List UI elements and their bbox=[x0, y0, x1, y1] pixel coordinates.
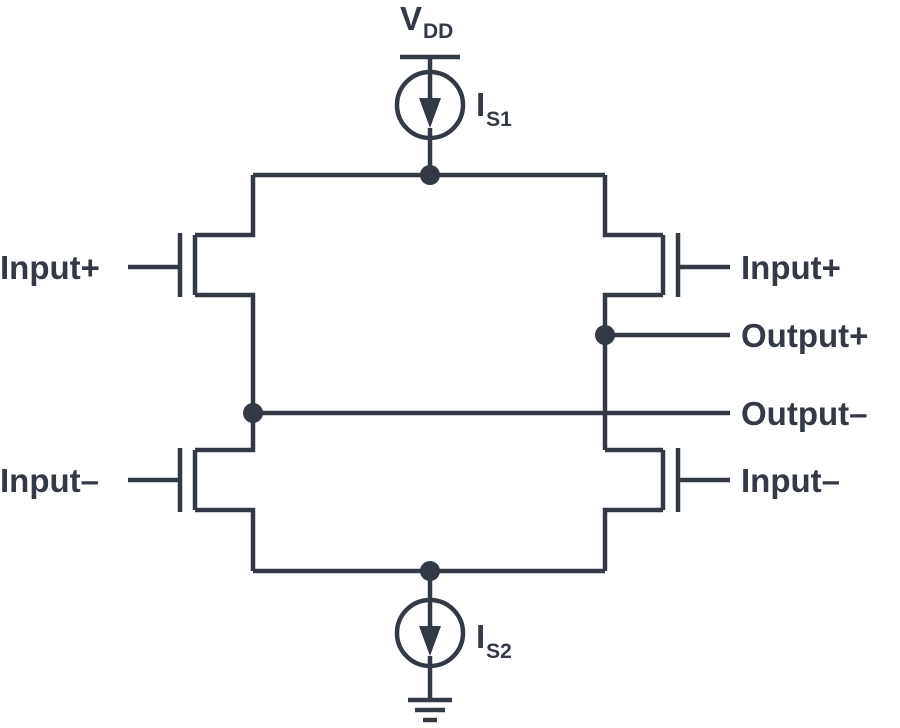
top-node-dot bbox=[420, 165, 440, 185]
current-source-bottom: IS2 bbox=[394, 571, 512, 669]
output-plus-label: Output+ bbox=[741, 317, 868, 354]
current-source-top: IS1 bbox=[394, 69, 512, 141]
right-upper-transistor-source bbox=[602, 292, 663, 335]
right-column bbox=[595, 175, 730, 571]
left-lower-transistor-source bbox=[195, 507, 256, 571]
current-source-bottom-label: IS2 bbox=[476, 618, 512, 663]
current-source-top-label-sub: S1 bbox=[486, 108, 512, 131]
right-lower-input-label: Input– bbox=[741, 462, 840, 499]
current-source-top-arrow-icon bbox=[419, 98, 441, 128]
left-lower-transistor-drain bbox=[195, 413, 256, 453]
right-lower-transistor-source bbox=[602, 507, 663, 571]
left-upper-transistor-source bbox=[195, 292, 256, 413]
ground-icon bbox=[408, 666, 452, 723]
left-column bbox=[128, 175, 263, 571]
vdd-supply: VDD bbox=[400, 0, 460, 72]
right-upper-input-label: Input+ bbox=[741, 249, 841, 286]
current-source-bottom-label-main: I bbox=[476, 618, 485, 655]
vdd-label: VDD bbox=[400, 0, 453, 43]
current-source-top-label-main: I bbox=[476, 86, 485, 123]
output-minus-label: Output– bbox=[741, 395, 867, 432]
left-lower-input-label: Input– bbox=[0, 462, 99, 499]
vdd-label-main: V bbox=[400, 0, 422, 37]
current-source-top-label: IS1 bbox=[476, 86, 512, 131]
vdd-label-sub: DD bbox=[423, 20, 453, 43]
current-source-bottom-arrow-icon bbox=[419, 626, 441, 656]
left-upper-input-label: Input+ bbox=[0, 249, 100, 286]
left-upper-transistor-drain bbox=[195, 175, 256, 238]
right-upper-transistor-drain bbox=[602, 175, 663, 238]
current-source-bottom-label-sub: S2 bbox=[486, 640, 512, 663]
